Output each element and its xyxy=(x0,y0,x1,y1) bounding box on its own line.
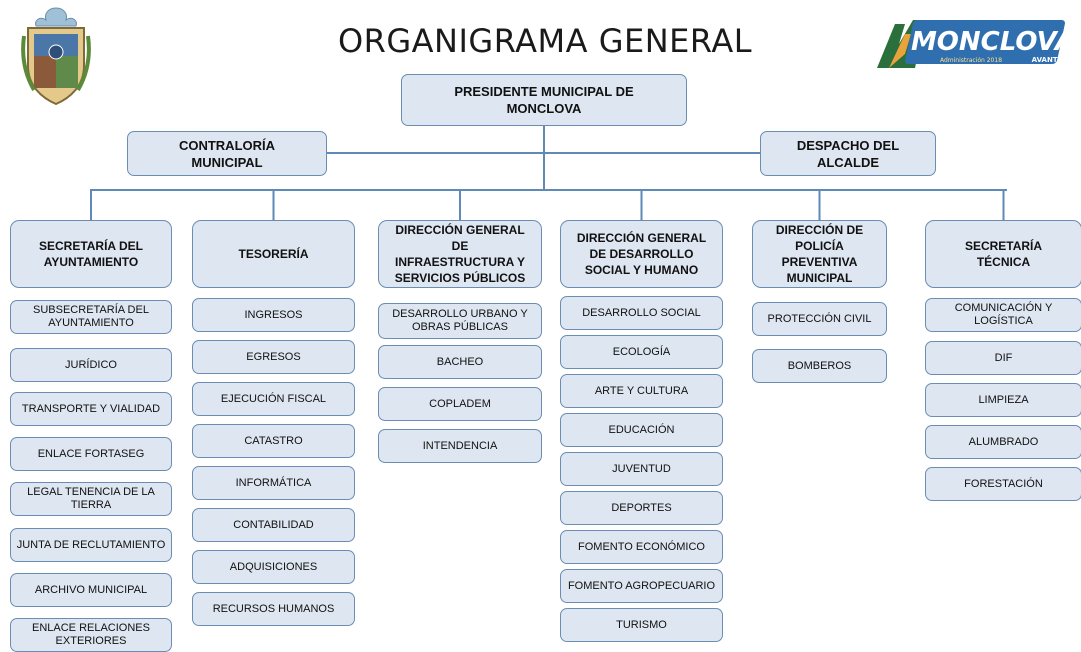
dept-box: DIRECCIÓN DE POLICÍA PREVENTIVA MUNICIPA… xyxy=(752,220,887,288)
dept-box: DIRECCIÓN GENERAL DE DESARROLLO SOCIAL Y… xyxy=(560,220,723,288)
sub-unit-box: COMUNICACIÓN Y LOGÍSTICA xyxy=(925,298,1081,332)
despacho-box: DESPACHO DEL ALCALDE xyxy=(760,131,936,176)
sub-unit-box: JUVENTUD xyxy=(560,452,723,486)
sub-unit-box: FORESTACIÓN xyxy=(925,467,1081,501)
sub-unit-box: ALUMBRADO xyxy=(925,425,1081,459)
dept-box: DIRECCIÓN GENERAL DE INFRAESTRUCTURA Y S… xyxy=(378,220,542,288)
sub-unit-box: LEGAL TENENCIA DE LA TIERRA xyxy=(10,482,172,516)
sub-unit-box: ECOLOGÍA xyxy=(560,335,723,369)
sub-unit-box: JUNTA DE RECLUTAMIENTO xyxy=(10,528,172,562)
sub-unit-box: INTENDENCIA xyxy=(378,429,542,463)
dept-box: TESORERÍA xyxy=(192,220,355,288)
sub-unit-box: FOMENTO AGROPECUARIO xyxy=(560,569,723,603)
dept-box: SECRETARÍA DEL AYUNTAMIENTO xyxy=(10,220,172,288)
sub-unit-box: RECURSOS HUMANOS xyxy=(192,592,355,626)
contraloria-box: CONTRALORÍA MUNICIPAL xyxy=(127,131,327,176)
sub-unit-box: FOMENTO ECONÓMICO xyxy=(560,530,723,564)
sub-unit-box: EJECUCIÓN FISCAL xyxy=(192,382,355,416)
sub-unit-box: DIF xyxy=(925,341,1081,375)
sub-unit-box: BACHEO xyxy=(378,345,542,379)
logo-tag: AVANTE xyxy=(1032,56,1063,64)
logo-subtext: Administración 2018 xyxy=(940,57,1002,64)
sub-unit-box: DESARROLLO URBANO Y OBRAS PÚBLICAS xyxy=(378,303,542,339)
sub-unit-box: ADQUISICIONES xyxy=(192,550,355,584)
sub-unit-box: ARTE Y CULTURA xyxy=(560,374,723,408)
sub-unit-box: ARCHIVO MUNICIPAL xyxy=(10,573,172,607)
sub-unit-box: CONTABILIDAD xyxy=(192,508,355,542)
sub-unit-box: JURÍDICO xyxy=(10,348,172,382)
dept-box: SECRETARÍA TÉCNICA xyxy=(925,220,1081,288)
sub-unit-box: TRANSPORTE Y VIALIDAD xyxy=(10,392,172,426)
president-box: PRESIDENTE MUNICIPAL DE MONCLOVA xyxy=(401,74,687,126)
sub-unit-box: SUBSECRETARÍA DEL AYUNTAMIENTO xyxy=(10,300,172,334)
sub-unit-box: EGRESOS xyxy=(192,340,355,374)
logo-text: MONCLOVA xyxy=(911,27,1071,57)
sub-unit-box: DEPORTES xyxy=(560,491,723,525)
sub-unit-box: LIMPIEZA xyxy=(925,383,1081,417)
page-title: ORGANIGRAMA GENERAL xyxy=(337,22,753,60)
sub-unit-box: ENLACE RELACIONES EXTERIORES xyxy=(10,618,172,652)
sub-unit-box: INGRESOS xyxy=(192,298,355,332)
sub-unit-box: BOMBEROS xyxy=(752,349,887,383)
sub-unit-box: PROTECCIÓN CIVIL xyxy=(752,302,887,336)
sub-unit-box: EDUCACIÓN xyxy=(560,413,723,447)
sub-unit-box: COPLADEM xyxy=(378,387,542,421)
sub-unit-box: CATASTRO xyxy=(192,424,355,458)
sub-unit-box: TURISMO xyxy=(560,608,723,642)
sub-unit-box: ENLACE FORTASEG xyxy=(10,437,172,471)
sub-unit-box: INFORMÁTICA xyxy=(192,466,355,500)
sub-unit-box: DESARROLLO SOCIAL xyxy=(560,296,723,330)
